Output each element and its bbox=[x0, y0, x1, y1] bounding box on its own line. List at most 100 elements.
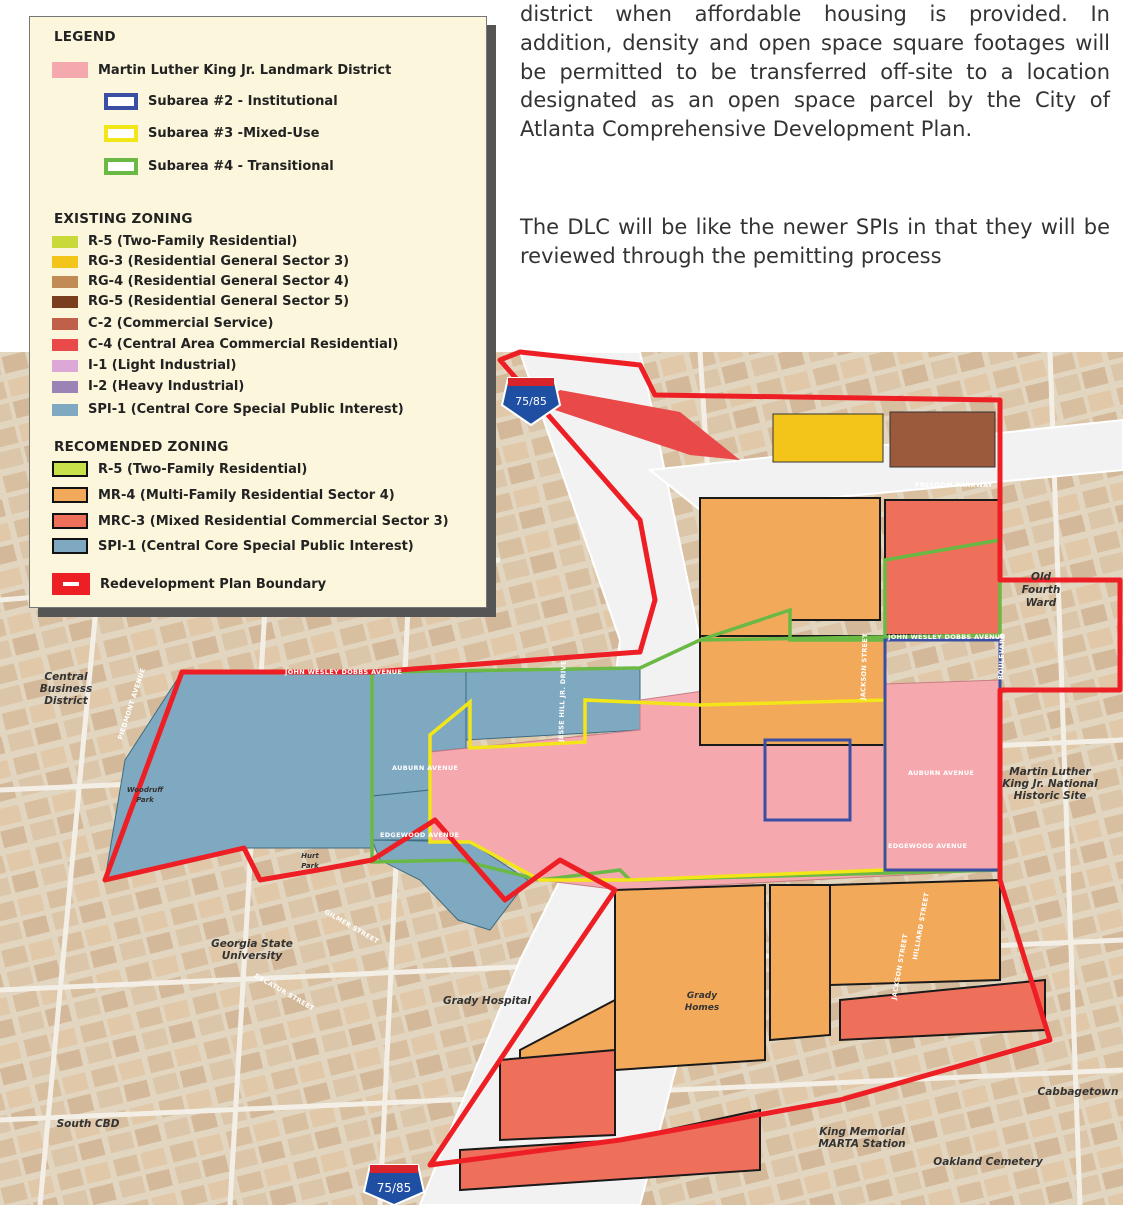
label-cbd-3: District bbox=[44, 695, 89, 707]
label-marta-2: MARTA Station bbox=[818, 1138, 905, 1150]
legend-boundary-label: Redevelopment Plan Boundary bbox=[100, 576, 327, 592]
label-grady-homes-1: Grady bbox=[687, 991, 718, 1001]
legend-recommended-0-label: R-5 (Two-Family Residential) bbox=[98, 461, 308, 477]
label-old-fourth-3: Ward bbox=[1026, 597, 1057, 609]
street-jackson: JACKSON STREET bbox=[859, 633, 869, 701]
legend-existing-8-swatch bbox=[52, 403, 78, 416]
street-edgewood-east: EDGEWOOD AVENUE bbox=[888, 842, 967, 850]
legend-recommended-1-swatch bbox=[52, 487, 88, 503]
legend-subarea-2-swatch bbox=[104, 93, 138, 110]
label-cbd-1: Central bbox=[44, 671, 88, 683]
legend-district: Martin Luther King Jr. Landmark District bbox=[52, 62, 391, 78]
label-grady-hospital: Grady Hospital bbox=[443, 995, 531, 1007]
legend-boundary-swatch bbox=[52, 573, 90, 595]
legend-existing-1-label: RG-3 (Residential General Sector 3) bbox=[88, 254, 350, 269]
body-paragraph-2: The DLC will be like the newer SPIs in t… bbox=[520, 215, 1110, 268]
legend-existing-6-label: I-1 (Light Industrial) bbox=[88, 358, 237, 373]
legend-existing-title: EXISTING ZONING bbox=[54, 211, 193, 227]
legend-existing-1-swatch bbox=[52, 255, 78, 268]
label-gsu-1: Georgia State bbox=[211, 938, 293, 950]
label-south-cbd: South CBD bbox=[57, 1118, 120, 1130]
interstate-bottom-label: 75/85 bbox=[377, 1181, 412, 1195]
legend-subarea-3-swatch bbox=[104, 125, 138, 142]
legend-existing-4: C-2 (Commercial Service) bbox=[52, 316, 273, 331]
legend-boundary: Redevelopment Plan Boundary bbox=[52, 573, 326, 595]
legend-recommended-0-swatch bbox=[52, 461, 88, 477]
label-mlk-2: King Jr. National bbox=[1002, 778, 1098, 790]
interstate-top-label: 75/85 bbox=[515, 395, 547, 408]
label-old-fourth-1: Old bbox=[1031, 571, 1052, 583]
label-mlk-1: Martin Luther bbox=[1009, 766, 1091, 778]
legend-recommended-0: R-5 (Two-Family Residential) bbox=[52, 461, 307, 477]
legend-subarea-2-label: Subarea #2 - Institutional bbox=[148, 94, 338, 109]
label-woodruff-1: Woodruff bbox=[127, 786, 164, 794]
legend-title: LEGEND bbox=[54, 29, 116, 45]
street-jwd-east: JOHN WESLEY DOBBS AVENUE bbox=[887, 633, 1005, 641]
legend-recommended-2-label: MRC-3 (Mixed Residential Commercial Sect… bbox=[98, 513, 449, 529]
legend-subarea-4-swatch bbox=[104, 158, 138, 175]
label-woodruff-2: Park bbox=[136, 796, 155, 804]
rg5-parcel bbox=[889, 411, 996, 468]
legend-subarea-3-label: Subarea #3 -Mixed-Use bbox=[148, 126, 320, 141]
legend-existing-6-swatch bbox=[52, 359, 78, 372]
street-freedom-parkway: FREEDOM PARKWAY bbox=[915, 481, 993, 489]
legend-existing-6: I-1 (Light Industrial) bbox=[52, 358, 236, 373]
label-grady-homes-2: Homes bbox=[685, 1003, 720, 1013]
map-legend: LEGEND Martin Luther King Jr. Landmark D… bbox=[29, 16, 487, 608]
legend-subarea-4-label: Subarea #4 - Transitional bbox=[148, 159, 334, 174]
label-mlk-3: Historic Site bbox=[1014, 790, 1087, 802]
legend-existing-8-label: SPI-1 (Central Core Special Public Inter… bbox=[88, 402, 404, 417]
legend-district-label: Martin Luther King Jr. Landmark District bbox=[98, 62, 392, 78]
legend-subarea-3: Subarea #3 -Mixed-Use bbox=[104, 125, 320, 142]
legend-existing-7-swatch bbox=[52, 380, 78, 393]
legend-existing-2: RG-4 (Residential General Sector 4) bbox=[52, 274, 349, 289]
legend-existing-2-label: RG-4 (Residential General Sector 4) bbox=[88, 274, 350, 289]
interstate-shield-top: 75/85 bbox=[500, 377, 562, 427]
label-cbd-2: Business bbox=[40, 683, 92, 695]
legend-recommended-3-label: SPI-1 (Central Core Special Public Inter… bbox=[98, 538, 414, 554]
label-hurt-1: Hurt bbox=[301, 852, 319, 860]
legend-subarea-4: Subarea #4 - Transitional bbox=[104, 158, 334, 175]
legend-existing-3-swatch bbox=[52, 295, 78, 308]
legend-existing-1: RG-3 (Residential General Sector 3) bbox=[52, 254, 349, 269]
rg3-parcel bbox=[772, 413, 884, 463]
legend-existing-4-label: C-2 (Commercial Service) bbox=[88, 316, 274, 331]
legend-recommended-title: RECOMENDED ZONING bbox=[54, 439, 229, 455]
legend-existing-0-label: R-5 (Two-Family Residential) bbox=[88, 234, 298, 249]
place-labels: Old Fourth Ward Central Business Distric… bbox=[40, 571, 1119, 1168]
legend-recommended-1: MR-4 (Multi-Family Residential Sector 4) bbox=[52, 487, 395, 503]
street-boulevard: BOULEVARD bbox=[997, 632, 1007, 680]
c4-parcel bbox=[540, 390, 740, 460]
legend-recommended-2: MRC-3 (Mixed Residential Commercial Sect… bbox=[52, 513, 449, 529]
legend-existing-4-swatch bbox=[52, 317, 78, 330]
legend-recommended-3: SPI-1 (Central Core Special Public Inter… bbox=[52, 538, 414, 554]
legend-subarea-2: Subarea #2 - Institutional bbox=[104, 93, 338, 110]
label-old-fourth-2: Fourth bbox=[1022, 584, 1061, 596]
legend-existing-5-swatch bbox=[52, 338, 78, 351]
legend-existing-8: SPI-1 (Central Core Special Public Inter… bbox=[52, 402, 404, 417]
street-jwd-west: JOHN WESLEY DOBBS AVENUE bbox=[284, 668, 402, 676]
legend-existing-2-swatch bbox=[52, 275, 78, 288]
street-auburn-east: AUBURN AVENUE bbox=[908, 769, 974, 777]
legend-existing-5-label: C-4 (Central Area Commercial Residential… bbox=[88, 337, 399, 352]
legend-existing-5: C-4 (Central Area Commercial Residential… bbox=[52, 337, 398, 352]
body-paragraph-1: district when affordable housing is prov… bbox=[520, 2, 1110, 142]
legend-existing-7: I-2 (Heavy Industrial) bbox=[52, 379, 244, 394]
label-hurt-2: Park bbox=[301, 862, 320, 870]
legend-existing-7-label: I-2 (Heavy Industrial) bbox=[88, 379, 245, 394]
legend-recommended-1-label: MR-4 (Multi-Family Residential Sector 4) bbox=[98, 487, 395, 503]
legend-existing-3: RG-5 (Residential General Sector 5) bbox=[52, 294, 349, 309]
legend-existing-0: R-5 (Two-Family Residential) bbox=[52, 234, 297, 249]
legend-existing-3-label: RG-5 (Residential General Sector 5) bbox=[88, 294, 350, 309]
label-marta-1: King Memorial bbox=[819, 1126, 905, 1138]
interstate-shield-bottom: 75/85 bbox=[362, 1164, 426, 1205]
legend-district-swatch bbox=[52, 62, 88, 78]
street-jesse-hill: JESSE HILL JR. DRIVE bbox=[557, 660, 568, 743]
legend-recommended-2-swatch bbox=[52, 513, 88, 529]
label-oakland-cemetery: Oakland Cemetery bbox=[933, 1156, 1044, 1168]
legend-recommended-3-swatch bbox=[52, 538, 88, 554]
label-cabbagetown: Cabbagetown bbox=[1038, 1086, 1119, 1098]
redevelopment-boundary bbox=[102, 349, 1123, 1168]
street-auburn-west: AUBURN AVENUE bbox=[392, 764, 458, 772]
label-gsu-2: University bbox=[222, 950, 284, 962]
